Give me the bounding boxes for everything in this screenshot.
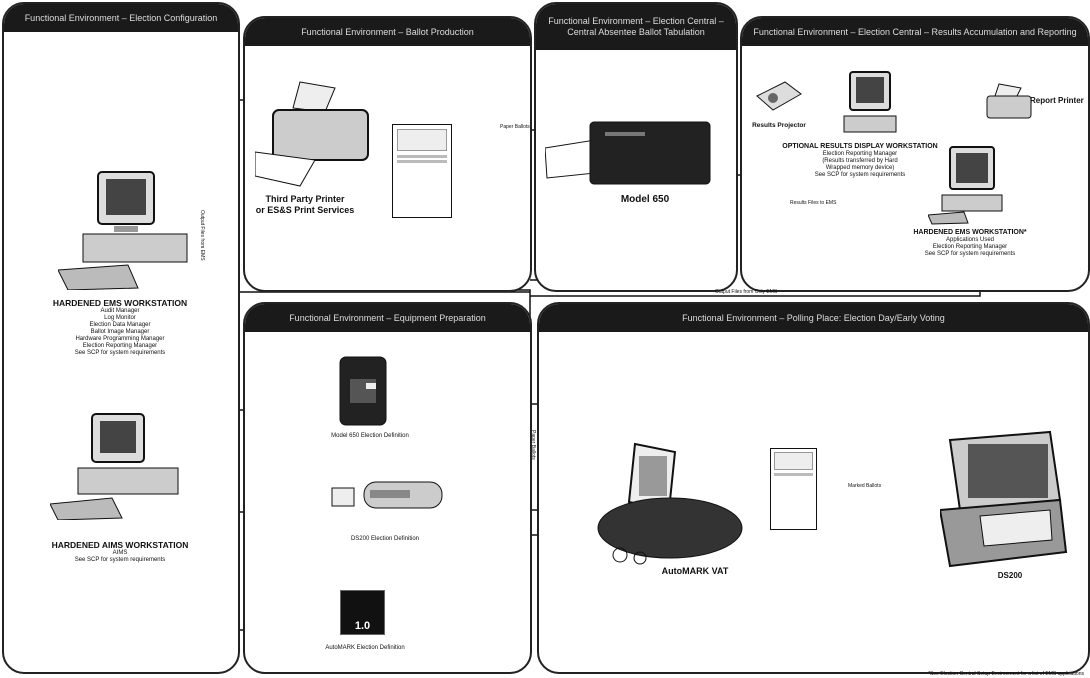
optional-workstation-icon	[843, 71, 897, 133]
panel-title: Functional Environment – Election Centra…	[742, 18, 1088, 46]
automark-definition-label: AutoMARK Election Definition	[325, 645, 405, 651]
automark-definition-card: 1.0	[340, 590, 385, 635]
flow-marked-ballots: Marked Ballots	[848, 483, 882, 489]
flow-output-files-ems: Output Files from Only EMS	[715, 289, 778, 295]
marked-ballot-icon	[770, 448, 817, 530]
ds200-definition-label: DS200 Election Definition	[350, 536, 420, 542]
optional-workstation-label: OPTIONAL RESULTS DISPLAY WORKSTATION Ele…	[782, 143, 938, 178]
paper-ballot-icon	[392, 124, 452, 218]
flow-paper-ballots-vertical: Paper Ballots	[530, 430, 536, 460]
ems-central-workstation-icon	[928, 146, 1003, 225]
ems-workstation-label: HARDENED EMS WORKSTATION Audit Manager L…	[52, 298, 188, 356]
projector-label: Results Projector	[752, 122, 806, 129]
ds200-icon	[940, 430, 1068, 568]
report-printer-icon	[986, 83, 1032, 119]
aims-workstation-icon	[50, 413, 179, 520]
m650-definition-icon	[339, 356, 387, 426]
panel-title: Functional Environment – Election Centra…	[536, 4, 736, 50]
model-650-icon	[545, 121, 711, 185]
panel-title: Functional Environment – Polling Place: …	[539, 304, 1088, 332]
panel-results-reporting: Functional Environment – Election Centra…	[740, 16, 1090, 292]
automark-icon	[597, 442, 743, 565]
footnote: *See Election Central Setup Environment …	[928, 671, 1084, 677]
usb-stick-icon	[331, 481, 443, 509]
aims-workstation-label: HARDENED AIMS WORKSTATION AIMS See SCP f…	[51, 540, 189, 563]
projector-icon	[756, 81, 802, 111]
panel-title: Functional Environment – Ballot Producti…	[245, 18, 530, 46]
panel-title: Functional Environment – Equipment Prepa…	[245, 304, 530, 332]
report-printer-label: Report Printer	[1030, 96, 1084, 105]
ems-workstation-icon	[58, 171, 188, 290]
ems-central-label: HARDENED EMS WORKSTATION* Applications U…	[913, 229, 1027, 257]
automark-label: AutoMARK VAT	[661, 566, 729, 576]
panel-election-configuration: Functional Environment – Election Config…	[2, 2, 240, 674]
flow-output-files-vertical: Output Files from EMS	[199, 210, 205, 261]
model-650-label: Model 650	[620, 194, 670, 205]
printer-icon	[255, 81, 369, 187]
flow-results-to-ems: Results Files to EMS	[790, 200, 837, 206]
flow-paper-ballots: Paper Ballots	[500, 124, 530, 130]
panel-title: Functional Environment – Election Config…	[4, 4, 238, 32]
ds200-label: DS200	[997, 571, 1023, 580]
m650-definition-label: Model 650 Election Definition	[331, 433, 409, 439]
